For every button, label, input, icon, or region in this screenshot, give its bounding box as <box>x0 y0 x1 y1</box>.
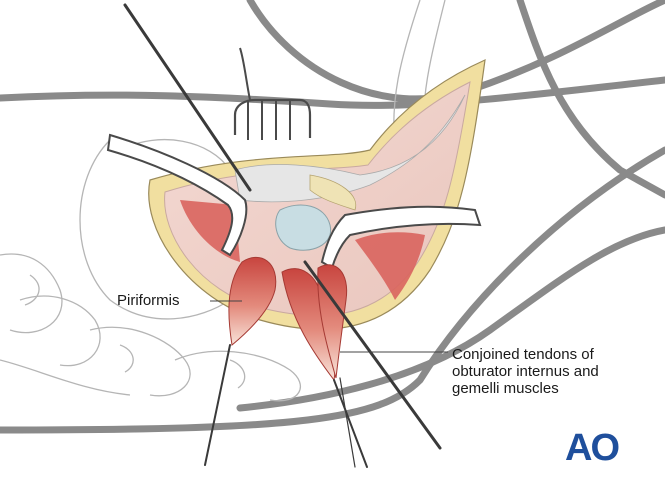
pelvis-outline <box>0 0 446 402</box>
label-conjoined-tendons: Conjoined tendons of obturator internus … <box>452 346 599 397</box>
body-outline <box>0 0 665 434</box>
label-piriformis: Piriformis <box>117 292 180 309</box>
leader-lines <box>210 300 448 353</box>
label-conjoined-line-3: gemelli muscles <box>452 380 559 397</box>
label-conjoined-line-1: Conjoined tendons of <box>452 346 594 363</box>
ao-logo: AO <box>565 428 623 468</box>
muscles <box>228 256 348 382</box>
ao-logo-text: AO <box>565 427 620 469</box>
obturator-muscle <box>317 264 348 379</box>
instruments <box>123 3 442 468</box>
piriformis-muscle <box>228 256 277 346</box>
retractors <box>106 47 482 270</box>
label-conjoined-line-2: obturator internus and <box>452 363 599 380</box>
